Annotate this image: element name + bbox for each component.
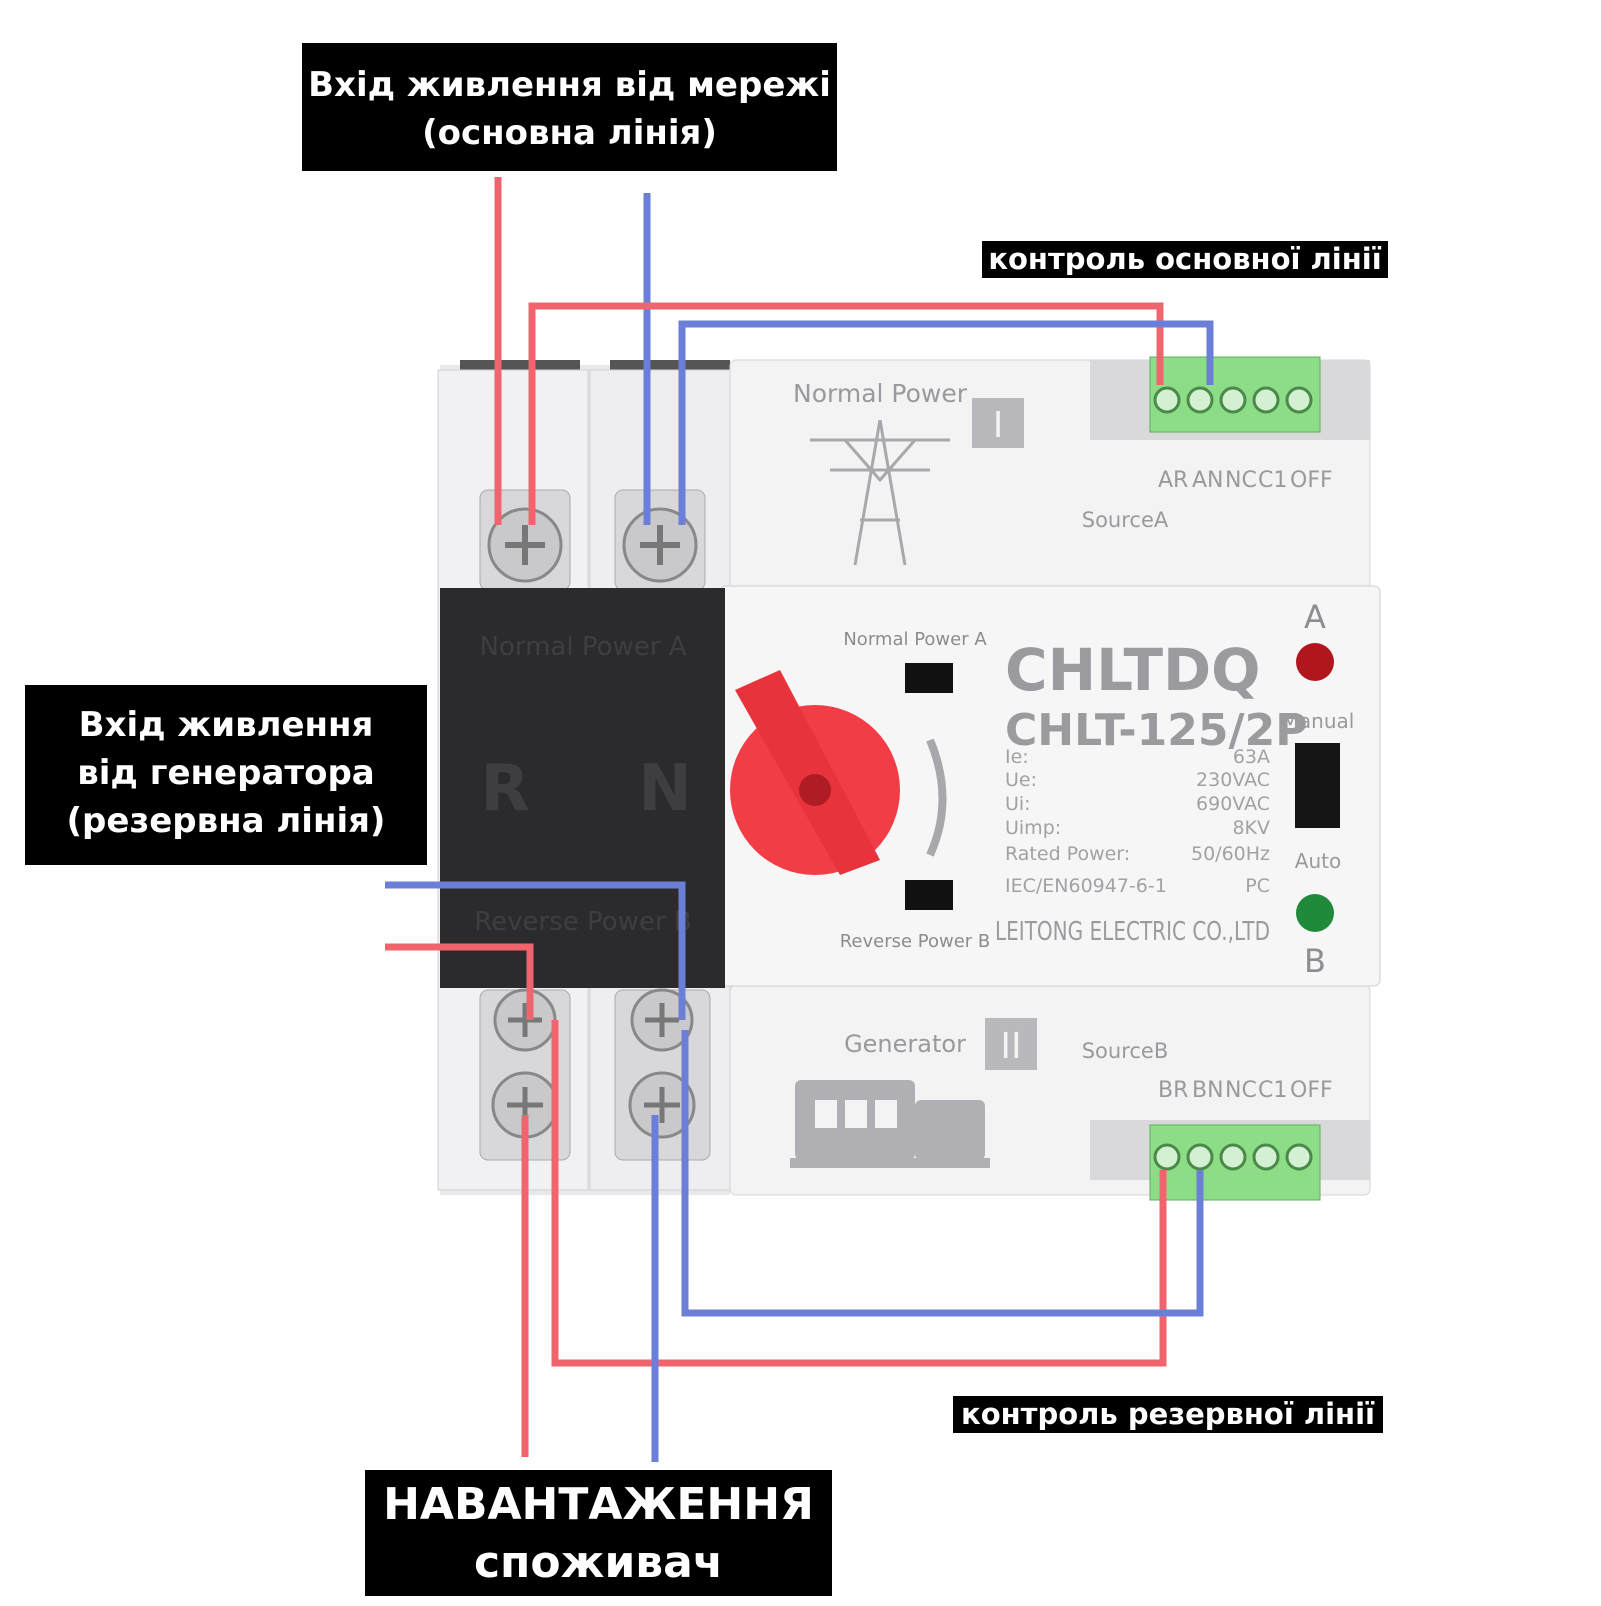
load-callout: НАВАНТАЖЕННЯ споживач — [365, 1470, 832, 1596]
generator-label: Generator — [844, 1030, 966, 1058]
spec-key: Rated Power: — [1005, 843, 1130, 865]
generator-input-line3: (резервна лінія) — [66, 801, 386, 841]
source-a-label: SourceA — [1082, 508, 1169, 532]
mode-toggle[interactable] — [1295, 743, 1340, 828]
source-b-label: SourceB — [1082, 1039, 1169, 1063]
pole-top-edge — [610, 360, 730, 372]
window-a — [905, 663, 953, 693]
wiring — [385, 177, 1214, 1462]
control-main-text: контроль основної лінії — [988, 242, 1382, 276]
terminal-labels-b: BR BN NC C1 OFF — [1158, 1078, 1333, 1103]
indicator-a-label: A — [1304, 598, 1326, 636]
manufacturer-label: LEITONG ELECTRIC CO.,LTD — [995, 917, 1270, 947]
roman-two: II — [1000, 1026, 1021, 1067]
spec-key: Ui: — [1005, 793, 1031, 815]
auto-label: Auto — [1295, 849, 1341, 873]
spec-value: 50/60Hz — [1191, 843, 1270, 865]
spec-value: 63A — [1233, 746, 1270, 768]
cover-n-label: N — [638, 752, 692, 826]
control-reserve-text: контроль резервної лінії — [961, 1397, 1375, 1431]
control-main-callout: контроль основної лінії — [982, 241, 1388, 278]
led-a-icon — [1296, 643, 1334, 681]
control-reserve-neutral-wire — [681, 1030, 1204, 1317]
specs-table: Ie: 63A Ue: 230VAC Ui: 690VAC Uimp: 8KV … — [1005, 746, 1270, 897]
generator-phase-wire — [385, 943, 534, 1020]
control-reserve-phase-wire — [551, 1020, 1167, 1367]
load-line2: споживач — [473, 1537, 724, 1588]
control-main-neutral-wire — [678, 320, 1214, 525]
manual-label: Manual — [1282, 709, 1355, 733]
generator-neutral-wire — [385, 881, 686, 1020]
spec-key: IEC/EN60947-6-1 — [1005, 875, 1167, 897]
control-reserve-callout: контроль резервної лінії — [953, 1396, 1383, 1433]
spec-value: 8KV — [1232, 817, 1270, 839]
cover-bottom-label: Reverse Power B — [474, 907, 691, 937]
normal-power-label: Normal Power — [793, 379, 968, 408]
generator-input-line1: Вхід живлення — [78, 705, 374, 745]
roman-one-box — [972, 398, 1024, 448]
rotary-switch[interactable] — [730, 670, 900, 875]
spec-key: Ue: — [1005, 769, 1037, 791]
control-main-phase-wire — [528, 302, 1164, 525]
indicator-b-label: B — [1304, 942, 1326, 980]
control-terminal-block-a — [1149, 356, 1321, 433]
spec-value: 690VAC — [1196, 793, 1270, 815]
ats-device: Normal Power A R N Reverse Power B Norma… — [437, 356, 1381, 1201]
spec-value: PC — [1245, 875, 1270, 897]
led-b-icon — [1296, 894, 1334, 932]
control-terminal-block-b — [1149, 1124, 1321, 1201]
switch-top-label: Normal Power A — [843, 629, 987, 650]
brand-label: CHLTDQ — [1005, 636, 1260, 704]
spec-value: 230VAC — [1196, 769, 1270, 791]
switch-handle[interactable] — [735, 670, 880, 875]
generator-input-callout: Вхід живлення від генератора (резервна л… — [25, 685, 427, 865]
generator-icon — [790, 1080, 990, 1168]
cover-top-label: Normal Power A — [480, 632, 687, 662]
terminal-cover — [440, 588, 725, 988]
generator-input-line2: від генератора — [77, 753, 375, 793]
terminal-labels-a: AR AN NC C1 OFF — [1158, 468, 1333, 493]
grid-input-line1: Вхід живлення від мережі — [308, 65, 831, 105]
roman-two-box — [985, 1018, 1037, 1070]
roman-one: I — [993, 405, 1004, 446]
grid-input-callout: Вхід живлення від мережі (основна лінія) — [302, 43, 837, 171]
pole-top-edge — [460, 360, 580, 372]
power-tower-icon — [810, 419, 950, 566]
load-line1: НАВАНТАЖЕННЯ — [383, 1479, 814, 1530]
knob-center-icon — [799, 774, 831, 806]
window-b — [905, 880, 953, 910]
cover-r-label: R — [480, 752, 529, 826]
grid-input-line2: (основна лінія) — [422, 113, 717, 153]
switch-bottom-label: Reverse Power B — [840, 931, 991, 952]
spec-key: Ie: — [1005, 746, 1029, 768]
rotate-arrow-icon — [926, 738, 947, 857]
model-label: CHLT-125/2P — [1005, 705, 1307, 756]
spec-key: Uimp: — [1005, 817, 1061, 839]
